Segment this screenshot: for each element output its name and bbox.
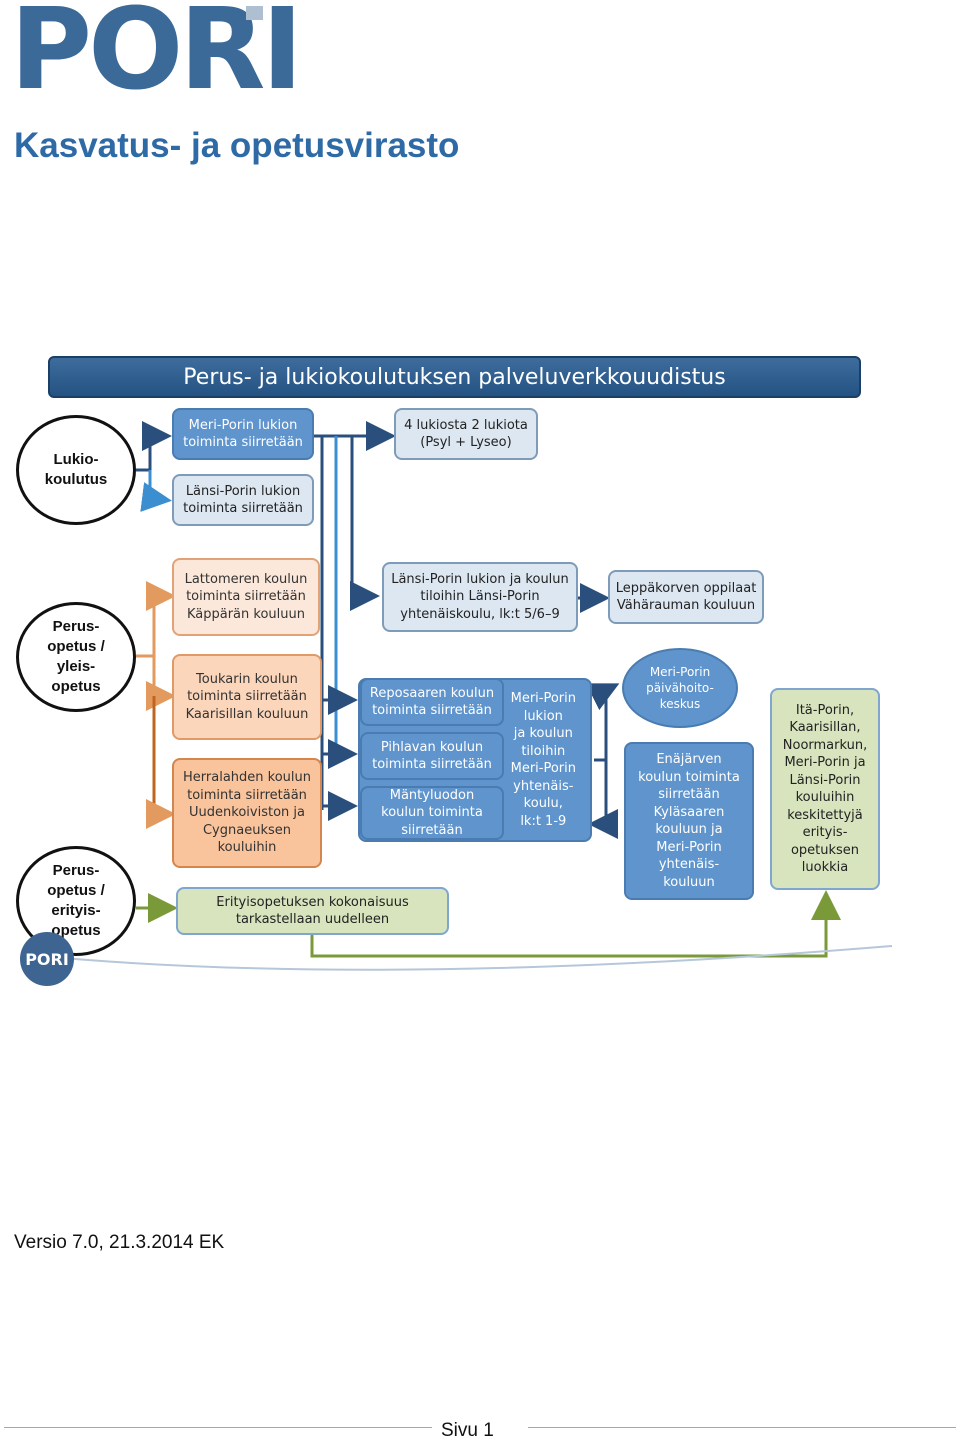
ellipse-meri-porin-paivahoitokeskus: Meri-Porin päivähoito- keskus	[622, 648, 738, 728]
footer-divider-right	[528, 1427, 956, 1428]
logo-accent-bar	[246, 6, 263, 20]
circle-perusopetus-yleisopetus: Perus- opetus / yleis- opetus	[16, 602, 136, 712]
version-text: Versio 7.0, 21.3.2014 EK	[14, 1232, 225, 1253]
pori-seal: PORI	[20, 932, 74, 986]
box-4-lukiosta-2: 4 lukiosta 2 lukiota (Psyl + Lyseo)	[394, 408, 538, 460]
box-pihlavan-koulu: Pihlavan koulun toiminta siirretään	[360, 732, 504, 780]
box-herralahden-koulu: Herralahden koulun toiminta siirretään U…	[172, 758, 322, 868]
box-erityisopetuksen-kokonaisuus: Erityisopetuksen kokonaisuus tarkastella…	[176, 887, 449, 935]
page-subtitle: Kasvatus- ja opetusvirasto	[14, 126, 460, 165]
box-reposaaren-koulu: Reposaaren koulun toiminta siirretään	[360, 678, 504, 726]
box-lattomeren-koulu: Lattomeren koulun toiminta siirretään Kä…	[172, 558, 320, 636]
page-number: Sivu 1	[441, 1420, 494, 1441]
connector-arrows	[39, 421, 893, 971]
box-meri-porin-lukio: Meri-Porin lukion toiminta siirretään	[172, 408, 314, 460]
service-network-diagram: Perus- ja lukiokoulutuksen palveluverkko…	[0, 340, 960, 1000]
box-lansi-porin-yhtenaiskoulu: Länsi-Porin lukion ja koulun tiloihin Lä…	[382, 562, 578, 632]
box-lansi-porin-lukio: Länsi-Porin lukion toiminta siirretään	[172, 474, 314, 526]
box-leppakorven-oppilaat: Leppäkorven oppilaat Vähärauman kouluun	[608, 570, 764, 624]
diagram-title: Perus- ja lukiokoulutuksen palveluverkko…	[48, 356, 861, 398]
box-enajarven-koulu: Enäjärven koulun toiminta siirretään Kyl…	[624, 742, 754, 900]
footer-divider-left	[4, 1427, 432, 1428]
box-erityisopetuksen-luokat: Itä-Porin, Kaarisillan, Noormarkun, Meri…	[770, 688, 880, 890]
box-mantyluodon-koulu: Mäntyluodon koulun toiminta siirretään	[360, 786, 504, 840]
box-toukarin-koulu: Toukarin koulun toiminta siirretään Kaar…	[172, 654, 322, 740]
circle-lukiokoulutus: Lukio- koulutus	[16, 415, 136, 525]
